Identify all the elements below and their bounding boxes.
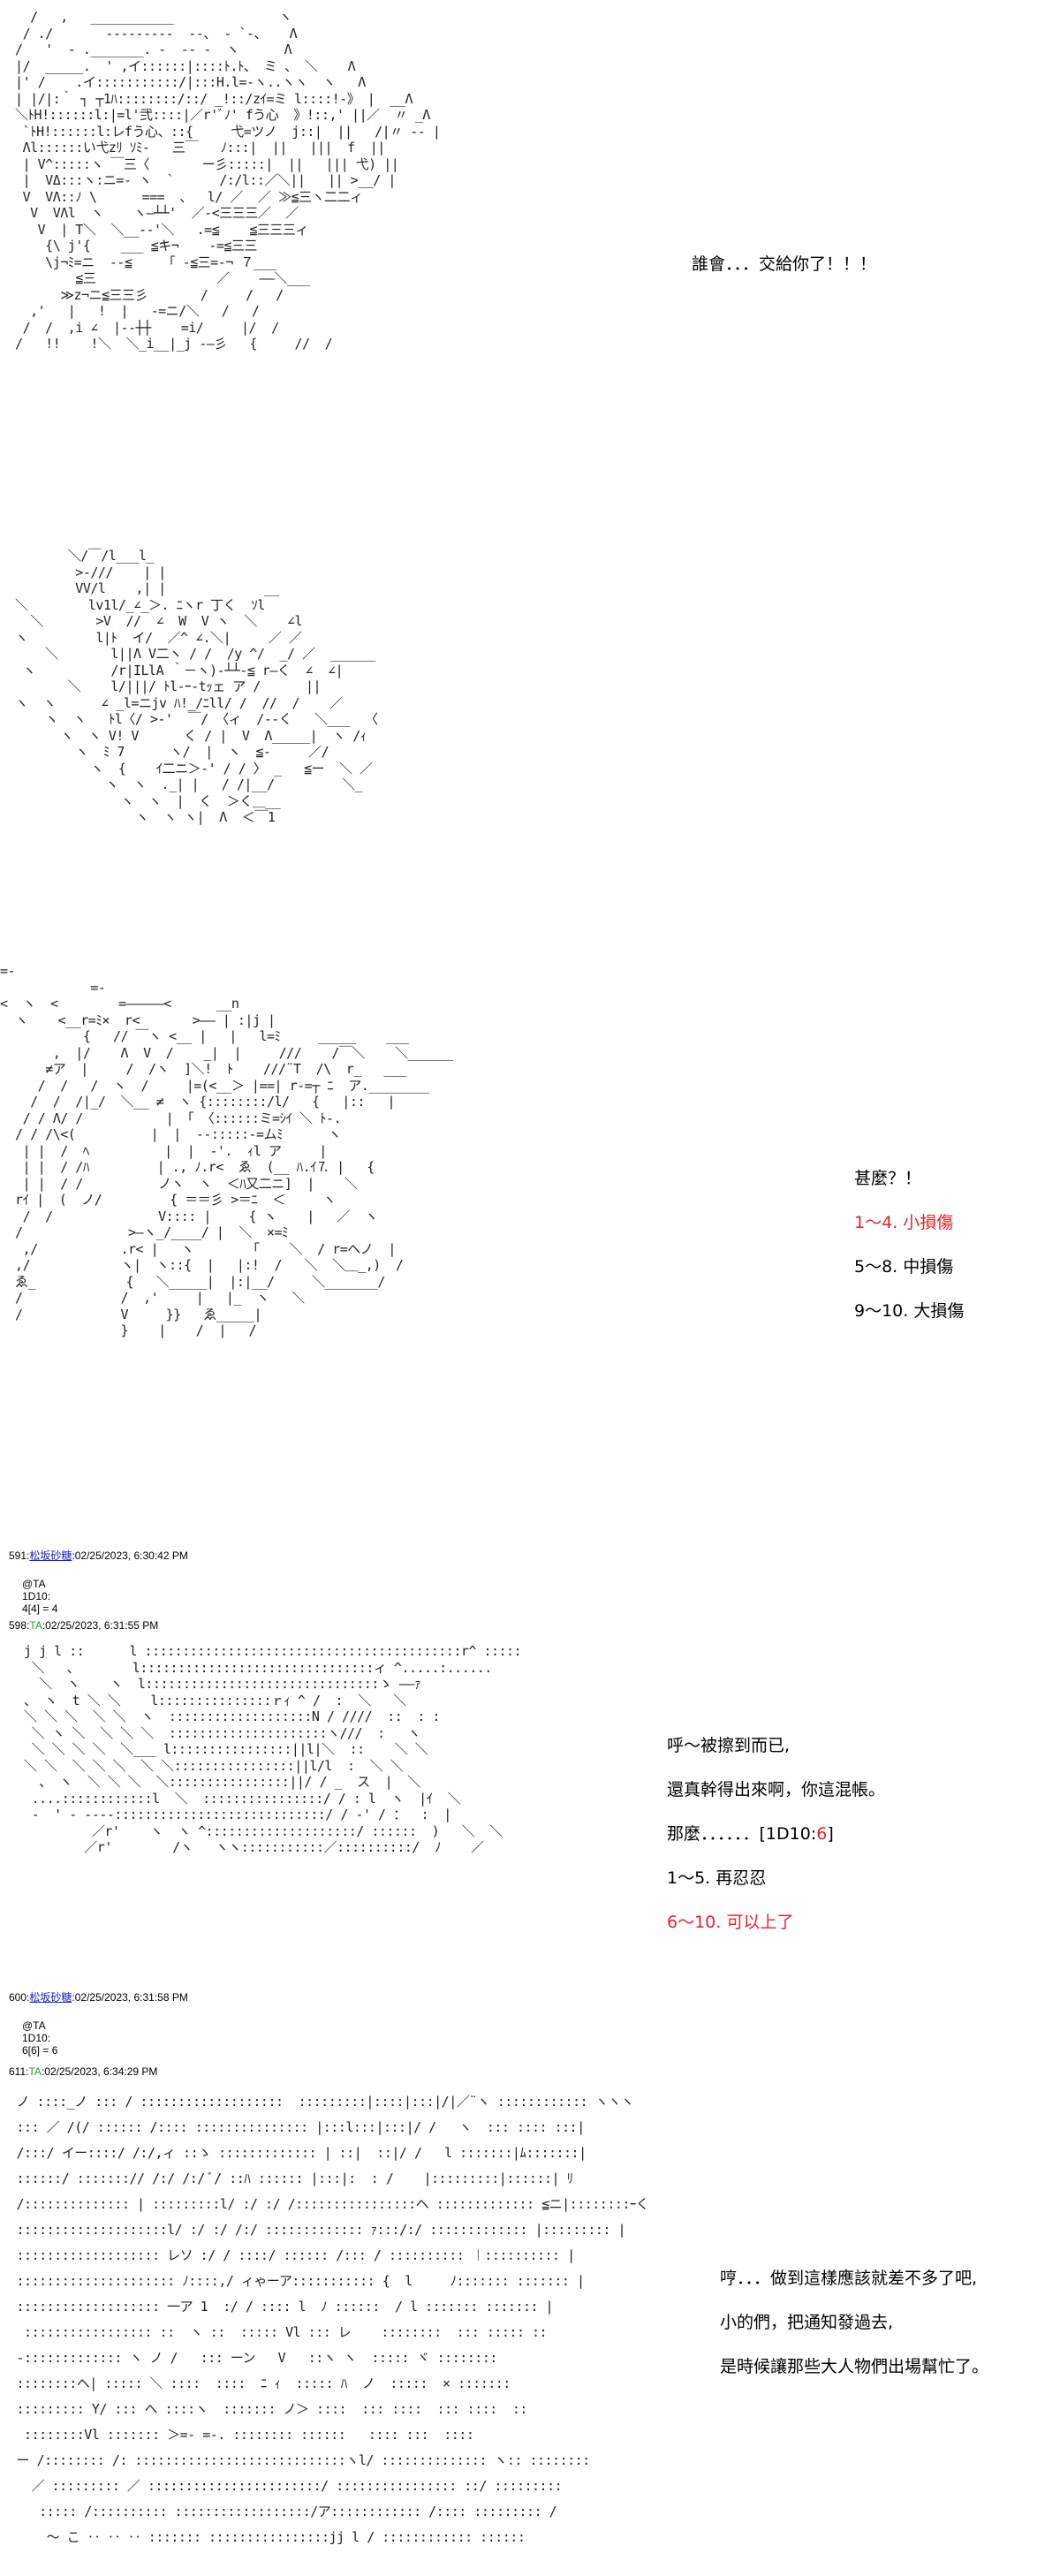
dialog-1: 誰會．．．交給你了！！！	[692, 256, 876, 300]
post-number: 598	[9, 1619, 27, 1632]
post-body-line: 6[6] = 6	[22, 2044, 58, 2057]
post-author-link[interactable]: 松坂砂糖	[29, 1549, 72, 1562]
dialog-line: 還真幹得出來啊，你這混帳。	[667, 1780, 886, 1799]
dialog-3: 呼～被擦到而已, 還真幹得出來啊，你這混帳。 那麼．．．．．．[1D10:6] …	[667, 1738, 885, 1959]
post-body-line: 4[4] = 4	[22, 1602, 58, 1615]
dialog-line: 呼～被擦到而已,	[667, 1736, 791, 1755]
dialog-option: 5～8. 中損傷	[854, 1257, 954, 1277]
dialog-option: 1～5. 再忍忍	[667, 1868, 767, 1888]
ascii-art-2: ＼/￣/l___l_ >-/// | | VV/l ,| | __ ＼ lv1l…	[15, 548, 378, 825]
post-number: 600	[9, 1991, 27, 2004]
post-number: 611	[9, 2065, 26, 2078]
dialog-2: 甚麼？！ 1～4. 小損傷 5～8. 中損傷 9～10. 大損傷	[854, 1171, 964, 1347]
post-body-line: 1D10:	[22, 2032, 51, 2044]
post-time: 02/25/2023, 6:31:55 PM	[45, 1619, 159, 1632]
dice-label: 那麼．．．．．．[1D10:	[667, 1824, 817, 1844]
post-body-line: @TA	[22, 2019, 46, 2032]
post-body-line: @TA	[22, 1578, 46, 1590]
post-author-link[interactable]: 松坂砂糖	[29, 1991, 72, 2004]
post-author: TA	[28, 2065, 42, 2078]
post-author: TA	[29, 1619, 42, 1632]
post-number: 591	[9, 1549, 27, 1562]
dialog-option-highlight: 6～10. 可以上了	[667, 1913, 794, 1932]
dialog-line: 是時候讓那些大人物們出場幫忙了。	[720, 2357, 989, 2376]
post-time: 02/25/2023, 6:34:29 PM	[44, 2065, 158, 2078]
ascii-art-1: / , ___________ ヽ / ./ --------- --、 - `…	[15, 9, 441, 352]
ascii-art-3: =- =- < ヽ < =―――――< __n ヽ <__r=ﾐ× r< >――…	[0, 963, 453, 1338]
dice-bracket: ]	[827, 1824, 834, 1844]
post-600: 600:松坂砂糖:02/25/2023, 6:31:58 PM @TA 1D10…	[9, 1991, 188, 2057]
ascii-art-4: j j l :: l :::::::::::::::::::::::::::::…	[24, 1643, 522, 1855]
dialog-option: 9～10. 大損傷	[854, 1301, 965, 1321]
dialog-line: 小的們，把通知發過去,	[720, 2313, 894, 2332]
dialog-option-highlight: 1～4. 小損傷	[854, 1213, 954, 1232]
post-591: 591:松坂砂糖:02/25/2023, 6:30:42 PM @TA 1D10…	[9, 1549, 188, 1615]
dialog-4: 哼．．．做到這樣應該就差不多了吧, 小的們，把通知發過去, 是時候讓那些大人物們…	[720, 2270, 988, 2403]
dice-value: 6	[816, 1824, 828, 1844]
dice-line: 那麼．．．．．．[1D10:6]	[667, 1826, 885, 1870]
dialog-line: 誰會．．．交給你了！！！	[692, 254, 877, 274]
post-time: 02/25/2023, 6:31:58 PM	[74, 1991, 188, 2004]
post-611: 611:TA:02/25/2023, 6:34:29 PM	[9, 2065, 158, 2078]
post-time: 02/25/2023, 6:30:42 PM	[74, 1549, 188, 1562]
ascii-art-5: ノ ::::_ノ ::: / ::::::::::::::::::: :::::…	[16, 2094, 649, 2545]
post-598: 598:TA:02/25/2023, 6:31:55 PM	[9, 1619, 159, 1632]
dialog-line: 甚麼？！	[854, 1169, 922, 1188]
post-body-line: 1D10:	[22, 1590, 51, 1602]
dialog-line: 哼．．．做到這樣應該就差不多了吧,	[720, 2269, 978, 2288]
